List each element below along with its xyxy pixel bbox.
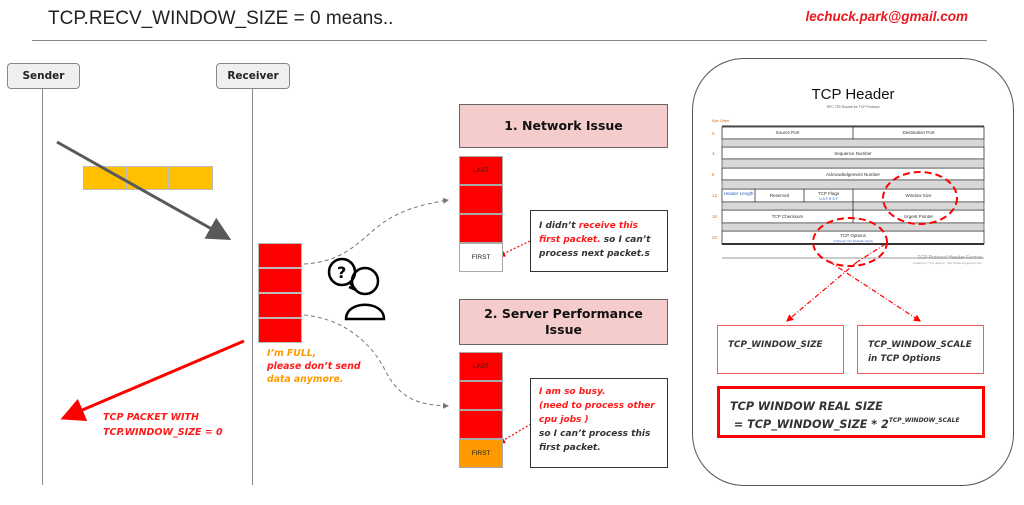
- formula-exponent: TCP_WINDOW_SCALE: [888, 417, 960, 424]
- box-line: TCP_WINDOW_SCALE: [868, 340, 972, 350]
- queue-cell-first-pending: FIRST: [459, 439, 503, 468]
- box-line: in TCP Options: [868, 354, 941, 364]
- field-tcp-flags: TCP Flags: [817, 191, 840, 196]
- note-line: data anymore.: [267, 374, 344, 385]
- receiver-lifeline: [252, 89, 253, 485]
- label-line: TCP PACKET WITH: [103, 412, 199, 423]
- tcp-header-subtitle: RFC 793 Source for TCP Protocol: [826, 105, 880, 109]
- queue-cell: [459, 381, 503, 410]
- field-header-length: Header Length: [723, 191, 754, 196]
- queue-cell-first-missing: FIRST: [459, 243, 503, 272]
- sender-buffer-segment: [169, 166, 213, 190]
- server-issue-callout: I am so busy. (need to process other cpu…: [530, 378, 668, 468]
- note-line: please don’t send: [267, 361, 361, 372]
- to-network-issue-connector: [303, 197, 449, 265]
- formula-base: = TCP_WINDOW_SIZE * 2: [733, 418, 889, 431]
- server-issue-queue: LAST FIRST: [459, 352, 503, 468]
- tcp-header-title: TCP Header: [811, 86, 895, 103]
- tcp-header-table: Byte Offset 0 4 8 12 16 20 Source Port D…: [712, 119, 987, 265]
- row-offset: 0: [712, 131, 715, 136]
- callout-line: cpu jobs ): [539, 415, 589, 425]
- callout-line: so I can’t process this: [539, 429, 651, 439]
- callout-line: I am so busy.: [539, 387, 606, 397]
- window-scale-box: TCP_WINDOW_SCALE in TCP Options: [857, 325, 984, 374]
- question-mark-glyph: ?: [337, 263, 346, 282]
- window-real-size-formula: TCP WINDOW REAL SIZE = TCP_WINDOW_SIZE *…: [717, 386, 985, 438]
- callout-text: so I can’t process next packet.s: [539, 235, 651, 259]
- note-line: I’m FULL,: [267, 348, 317, 359]
- field-options: TCP Options: [840, 233, 866, 238]
- zero-window-packet-label: TCP PACKET WITH TCP.WINDOW_SIZE = 0: [103, 410, 223, 440]
- field-window-size: Window Size: [905, 193, 932, 198]
- to-server-issue-connector: [303, 314, 449, 409]
- field-urgent-pointer: Urgent Pointer: [903, 214, 933, 219]
- field-ack-number: Acknowledgement Number: [825, 172, 881, 177]
- field-checksum: TCP Checksum: [771, 214, 804, 219]
- confused-person-icon: [327, 257, 386, 321]
- queue-cell-last: LAST: [459, 156, 503, 185]
- row-offset: 8: [712, 172, 715, 177]
- network-issue-queue: LAST FIRST: [459, 156, 503, 272]
- callout-line: (need to process other: [539, 401, 655, 411]
- row-offset: 12: [712, 193, 718, 198]
- page-title: TCP.RECV_WINDOW_SIZE = 0 means..: [48, 8, 394, 29]
- callout-line: first packet.: [539, 443, 601, 453]
- tcp-header-footer-credit: Created by Troy Jessup - http://www.troy…: [912, 261, 982, 265]
- receiver-actor: Receiver: [216, 63, 290, 89]
- field-options-note: (Optional, Not Defaults Used): [833, 239, 873, 243]
- network-issue-callout: I didn’t receive this first packet. so I…: [530, 210, 668, 272]
- callout-pointer-2: [497, 423, 532, 444]
- queue-cell: [459, 185, 503, 214]
- field-source-port: Source Port: [775, 130, 800, 135]
- data-send-arrow: [56, 140, 232, 240]
- author-email: lechuck.park@gmail.com: [805, 9, 968, 24]
- formula-line: = TCP_WINDOW_SIZE * 2TCP_WINDOW_SCALE: [730, 414, 972, 432]
- tcp-header-panel: [692, 58, 1014, 486]
- formula-line: TCP WINDOW REAL SIZE: [730, 400, 883, 413]
- field-tcp-flags-bits: U A P R S F: [819, 197, 838, 201]
- field-destination-port: Destination Port: [902, 130, 935, 135]
- callout-pointer-1: [497, 240, 531, 257]
- receiver-buffer: [258, 243, 302, 343]
- row-offset: 4: [712, 151, 715, 156]
- server-issue-header: 2. Server Performance Issue: [459, 299, 668, 345]
- tcp-header-footer: TCP Protocol Header Format: [917, 255, 982, 261]
- window-scale-pointer: [829, 261, 922, 322]
- label-line: TCP.WINDOW_SIZE = 0: [103, 427, 223, 438]
- field-sequence-number: Sequence Number: [834, 151, 872, 156]
- queue-cell: [459, 410, 503, 439]
- title-divider: [32, 40, 987, 41]
- callout-text: I didn’t: [539, 221, 579, 231]
- receiver-buffer-segment: [258, 318, 302, 343]
- queue-cell: [459, 214, 503, 243]
- callout-highlight: receive this first packet.: [539, 221, 639, 245]
- zero-window-arrow: [60, 339, 245, 421]
- network-issue-header: 1. Network Issue: [459, 104, 668, 148]
- row-offset: 20: [712, 235, 718, 240]
- window-size-box: TCP_WINDOW_SIZE: [717, 325, 844, 374]
- receiver-buffer-segment: [258, 293, 302, 318]
- queue-cell-last: LAST: [459, 352, 503, 381]
- row-offset: 16: [712, 214, 718, 219]
- sender-actor: Sender: [7, 63, 80, 89]
- sender-lifeline: [42, 89, 43, 485]
- byte-offset-label: Byte Offset: [712, 119, 730, 123]
- receiver-buffer-segment: [258, 268, 302, 293]
- receiver-full-note: I’m FULL, please don’t send data anymore…: [267, 347, 360, 386]
- receiver-buffer-segment: [258, 243, 302, 268]
- field-reserved: Reserved: [769, 193, 790, 198]
